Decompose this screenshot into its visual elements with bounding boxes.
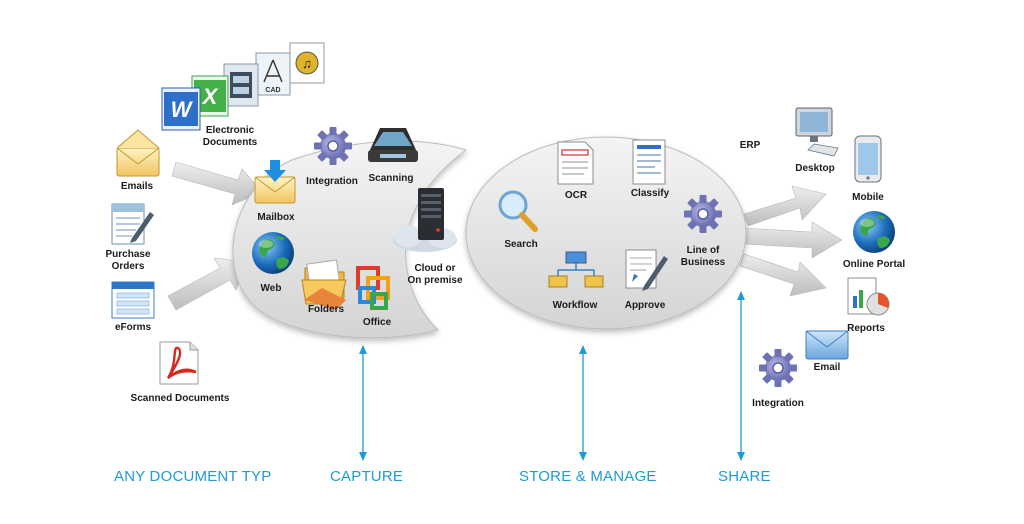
email-icon xyxy=(805,330,849,360)
capture-arrow xyxy=(359,345,367,461)
electronic-documents-label: Electronic Documents xyxy=(202,125,258,148)
purchase-orders-icon xyxy=(111,203,154,245)
svg-text:X: X xyxy=(201,84,219,109)
mobile-label: Mobile xyxy=(852,192,884,203)
erp-label: ERP xyxy=(739,140,761,151)
desktop-icon xyxy=(795,107,839,157)
svg-text:W: W xyxy=(171,97,194,122)
stage-store-manage: STORE & MANAGE xyxy=(519,468,657,485)
folders-icon xyxy=(301,259,347,310)
approve-icon xyxy=(625,249,668,291)
reports-icon xyxy=(847,277,890,316)
eforms-icon xyxy=(111,281,155,319)
search-label: Search xyxy=(504,239,538,250)
ocr-label: OCR xyxy=(564,190,588,201)
email-label: Email xyxy=(813,362,841,373)
emails-icon xyxy=(116,129,160,177)
ocr-icon xyxy=(557,141,594,185)
mailbox-label: Mailbox xyxy=(257,212,295,223)
svg-text:♫: ♫ xyxy=(302,56,312,71)
scanning-label: Scanning xyxy=(368,173,414,184)
stage-share: SHARE xyxy=(718,468,771,485)
cad-icon: CAD xyxy=(255,52,291,96)
workflow-icon xyxy=(548,251,604,288)
manage-platform xyxy=(465,136,747,330)
line-of-business-gear-icon xyxy=(683,194,723,234)
folders-label: Folders xyxy=(307,304,345,315)
web-label: Web xyxy=(260,283,282,294)
stage-any-document: ANY DOCUMENT TYP xyxy=(114,468,272,485)
share-arrow-bottom xyxy=(739,253,827,297)
online-portal-label: Online Portal xyxy=(842,259,906,270)
share-arrow-mid xyxy=(743,221,843,259)
cad-label: CAD xyxy=(265,87,280,94)
word-icon: W xyxy=(161,87,201,131)
desktop-label: Desktop xyxy=(795,163,835,174)
reports-label: Reports xyxy=(847,323,885,334)
share-arrow-top xyxy=(743,185,827,227)
integration-label: Integration xyxy=(306,176,358,187)
line-of-business-label: Line of Business xyxy=(680,245,726,268)
mailbox-icon xyxy=(254,160,296,204)
scanned-documents-icon xyxy=(159,341,199,385)
stage-arrows xyxy=(359,291,745,461)
arrow-from-emails xyxy=(171,161,263,206)
purchase-orders-label: Purchase Orders xyxy=(105,249,151,272)
electronic-documents-icon: ♫ CAD X W xyxy=(161,42,325,131)
stage-capture: CAPTURE xyxy=(330,468,404,485)
video-icon xyxy=(223,63,259,107)
office-icon xyxy=(356,266,390,310)
mobile-icon xyxy=(854,135,882,183)
search-icon xyxy=(498,190,538,232)
eforms-label: eForms xyxy=(114,322,152,333)
classify-label: Classify xyxy=(630,188,670,199)
audio-icon: ♫ xyxy=(289,42,325,84)
share-integration-label: Integration xyxy=(752,398,804,409)
share-arrow xyxy=(737,291,745,461)
online-portal-globe-icon xyxy=(853,211,895,253)
cloud-label: Cloud or On premise xyxy=(407,263,463,286)
source-arrows xyxy=(167,161,843,311)
approve-label: Approve xyxy=(624,300,666,311)
integration-gear-icon xyxy=(313,126,353,166)
office-label: Office xyxy=(362,317,392,328)
emails-label: Emails xyxy=(120,181,154,192)
scanned-documents-label: Scanned Documents xyxy=(130,393,230,404)
share-integration-gear-icon xyxy=(758,348,798,388)
scanner-icon xyxy=(368,128,418,162)
cloud-server-icon xyxy=(393,188,457,252)
classify-icon xyxy=(632,139,666,185)
web-globe-icon xyxy=(252,232,294,274)
workflow-label: Workflow xyxy=(552,300,598,311)
manage-arrow xyxy=(579,345,587,461)
